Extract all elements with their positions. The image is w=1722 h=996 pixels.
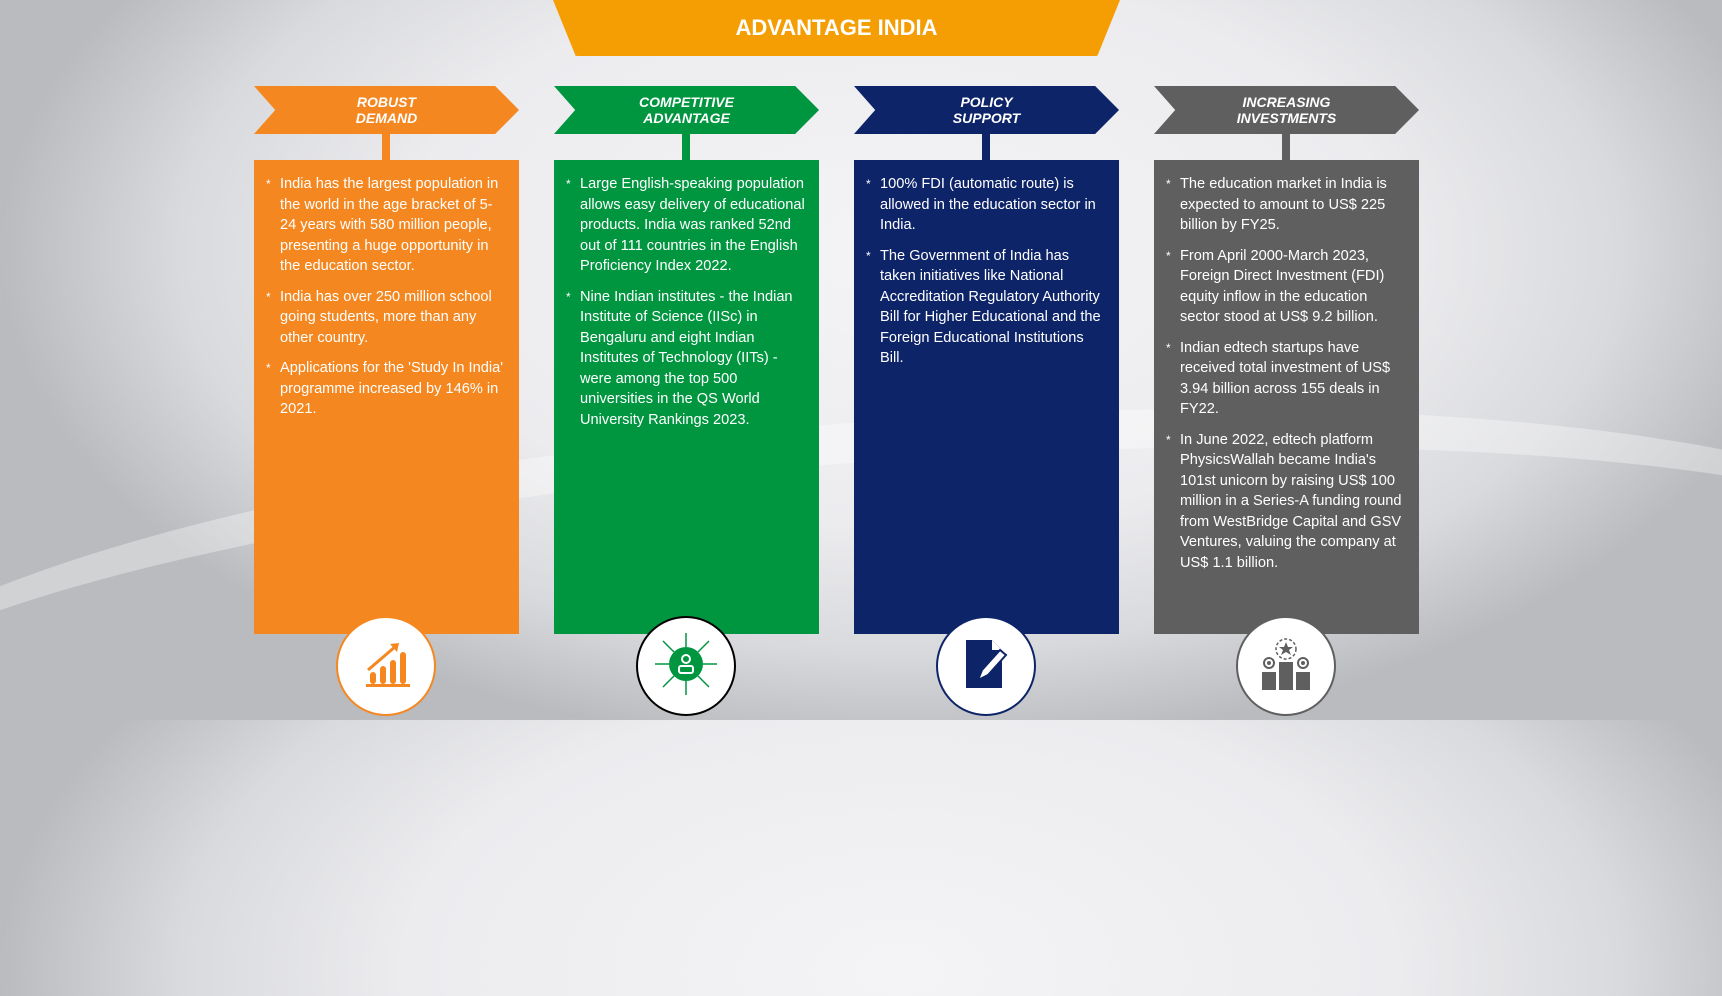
bullet-item: From April 2000-March 2023, Foreign Dire…	[1166, 246, 1407, 328]
connector	[982, 134, 990, 160]
bullet-item: 100% FDI (automatic route) is allowed in…	[866, 174, 1107, 236]
icon-circle	[336, 616, 436, 716]
header-line: ROBUST	[356, 94, 417, 110]
icon-circle	[936, 616, 1036, 716]
header-line: SUPPORT	[952, 110, 1021, 126]
person-network-icon	[651, 629, 721, 704]
bullet-item: India has the largest population in the …	[266, 174, 507, 277]
header-line: INVESTMENTS	[1236, 110, 1337, 126]
header-line: POLICY	[960, 94, 1013, 110]
page-title: ADVANTAGE INDIA	[735, 15, 938, 40]
icon-circle	[1236, 616, 1336, 716]
column-body: Large English-speaking population allows…	[554, 160, 819, 634]
bullet-item: The education market in India is expecte…	[1166, 174, 1407, 236]
title-banner: ADVANTAGE INDIA	[553, 0, 1120, 56]
bullet-item: Applications for the 'Study In India' pr…	[266, 358, 507, 420]
bullet-item: India has over 250 million school going …	[266, 287, 507, 349]
header-line: INCREASING	[1242, 94, 1331, 110]
column-body: 100% FDI (automatic route) is allowed in…	[854, 160, 1119, 634]
bullet-item: The Government of India has taken initia…	[866, 246, 1107, 369]
bullet-item: Indian edtech startups have received tot…	[1166, 338, 1407, 420]
growth-chart-icon	[356, 634, 416, 699]
icon-circle	[636, 616, 736, 716]
bullet-item: In June 2022, edtech platform PhysicsWal…	[1166, 430, 1407, 574]
bullet-item: Large English-speaking population allows…	[566, 174, 807, 277]
connector	[682, 134, 690, 160]
column-body: The education market in India is expecte…	[1154, 160, 1419, 634]
bullet-item: Nine Indian institutes - the Indian Inst…	[566, 287, 807, 431]
connector	[382, 134, 390, 160]
document-pen-icon	[956, 634, 1016, 699]
column-body: India has the largest population in the …	[254, 160, 519, 634]
connector	[1282, 134, 1290, 160]
header-line: DEMAND	[355, 110, 418, 126]
podium-icon	[1256, 634, 1316, 699]
header-line: COMPETITIVE	[639, 94, 734, 110]
header-line: ADVANTAGE	[643, 110, 730, 126]
